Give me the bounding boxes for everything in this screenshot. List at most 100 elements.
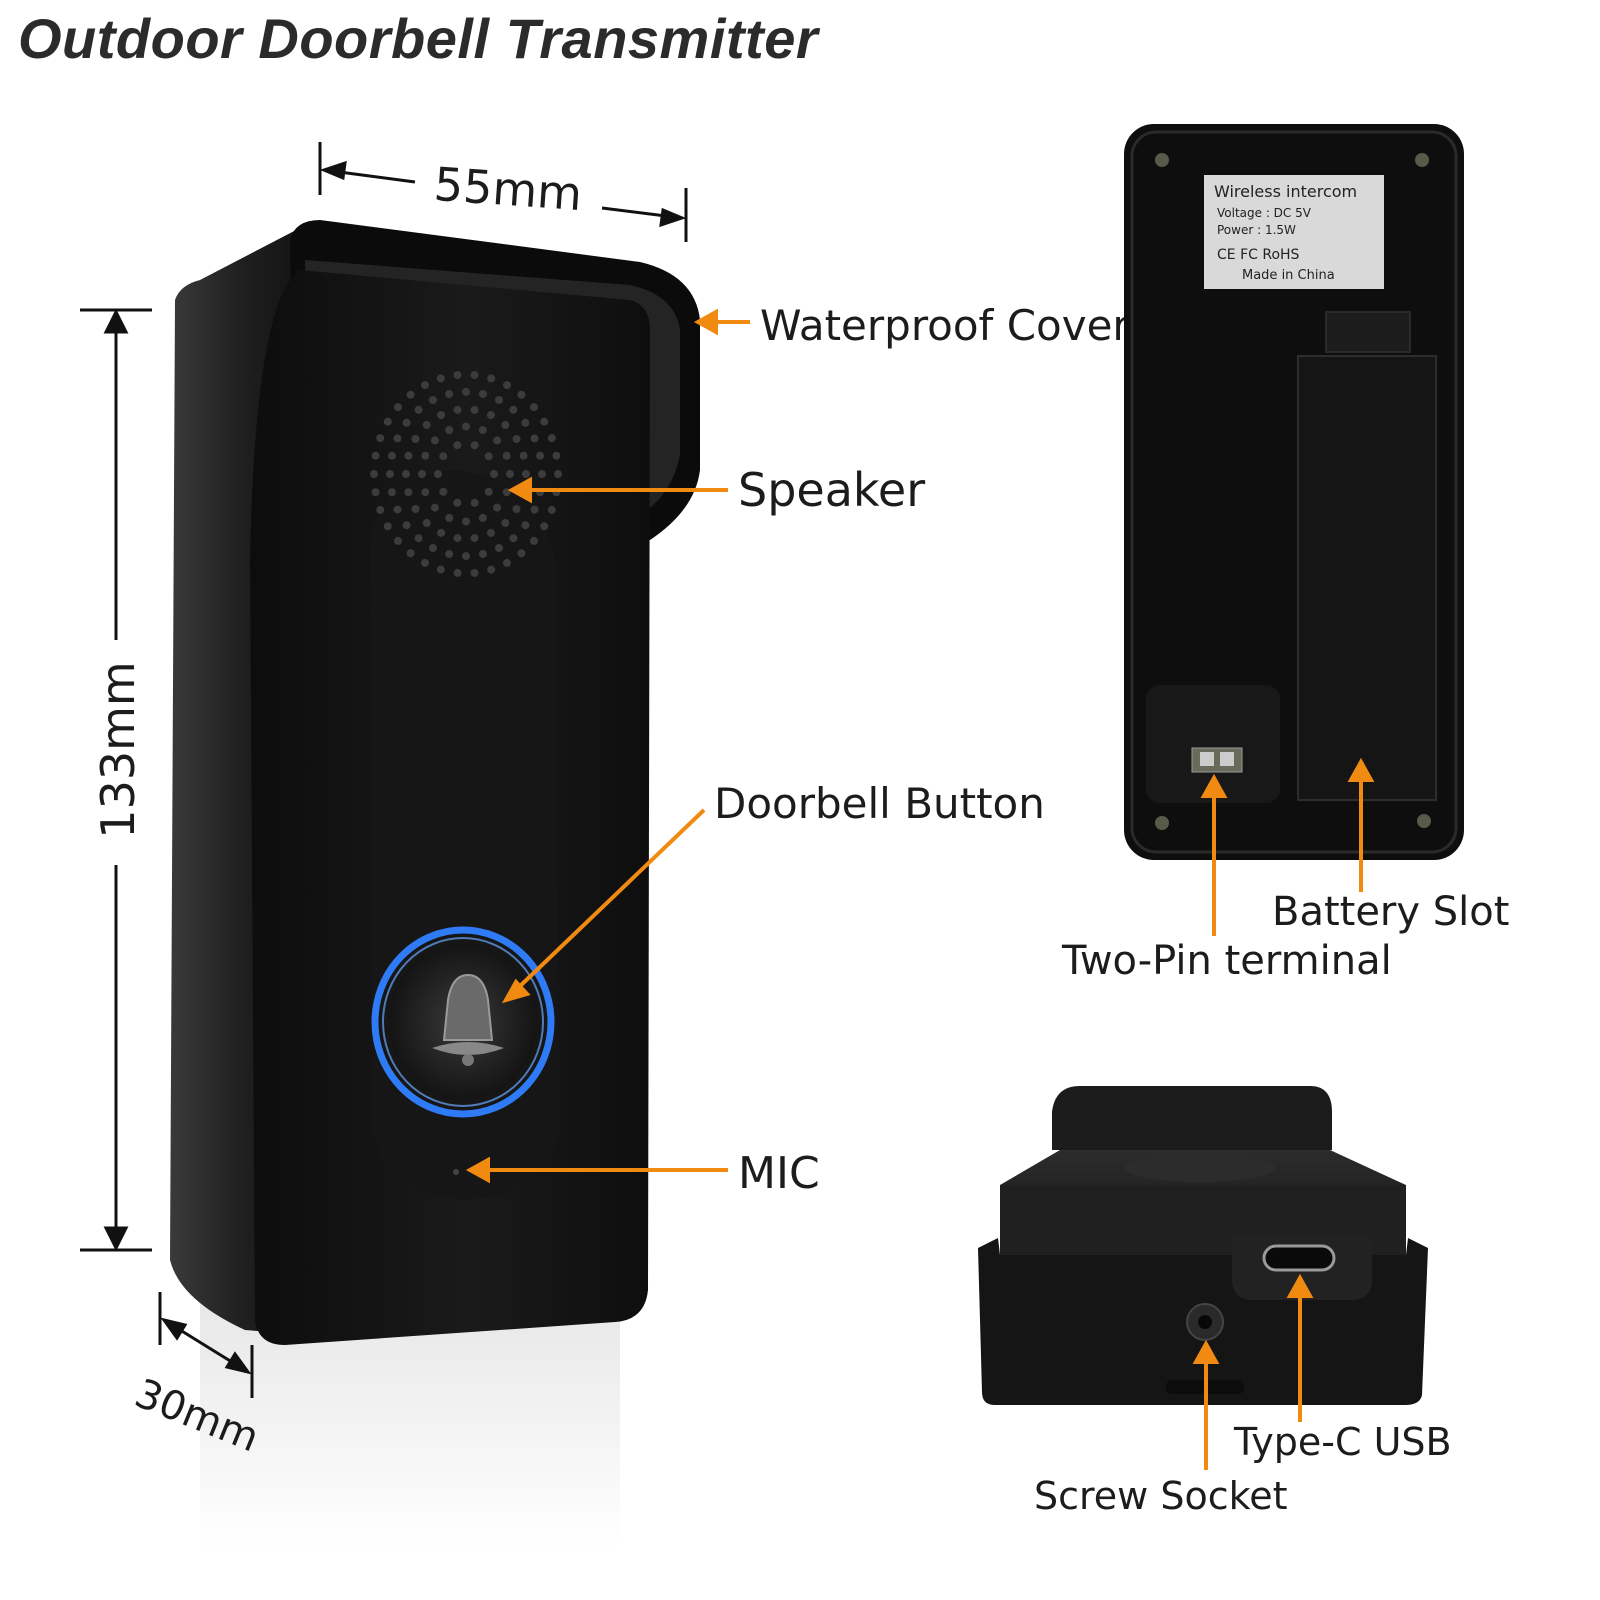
- speaker-grille: [370, 371, 562, 577]
- speaker-hole: [436, 565, 445, 574]
- screw-icon: [1417, 814, 1431, 828]
- dimension-height: [80, 308, 152, 1252]
- speaker-hole: [383, 522, 392, 531]
- speaker-hole: [387, 488, 396, 497]
- speaker-hole: [393, 434, 402, 443]
- speaker-hole: [540, 522, 549, 531]
- speaker-hole: [501, 421, 510, 429]
- speaker-hole: [371, 451, 380, 460]
- mic-hole: [453, 1169, 459, 1175]
- battery-slot[interactable]: [1297, 355, 1437, 801]
- speaker-hole: [402, 470, 410, 478]
- speaker-hole: [421, 488, 430, 497]
- terminal-recess: [1146, 685, 1280, 803]
- button-light-ring: [371, 926, 555, 1118]
- speaker-hole: [521, 418, 530, 427]
- speaker-hole: [506, 470, 514, 478]
- page-title: Outdoor Doorbell Transmitter: [18, 7, 819, 70]
- bell-icon: [432, 973, 504, 1066]
- speaker-hole: [530, 434, 539, 443]
- speaker-hole: [421, 451, 430, 460]
- speaker-hole: [470, 441, 479, 450]
- speaker-hole: [422, 421, 431, 429]
- waterproof-cover-label: Waterproof Cover: [760, 301, 1130, 350]
- speaker-hole: [501, 519, 510, 527]
- speaker-hole: [503, 558, 511, 567]
- speaker-hole: [509, 534, 518, 543]
- speaker-hole: [540, 417, 549, 426]
- speaker-hole: [437, 528, 446, 537]
- type-c-usb-label: Type-C USB: [1233, 1420, 1452, 1464]
- screw-socket-label: Screw Socket: [1034, 1474, 1288, 1518]
- speaker-hole: [484, 452, 493, 461]
- speaker-hole: [547, 434, 556, 443]
- height-dimension-label: 133mm: [91, 661, 145, 838]
- speaker-hole: [429, 396, 437, 404]
- speaker-hole: [462, 552, 470, 561]
- speaker-hole: [414, 534, 423, 543]
- speaker-hole: [429, 544, 437, 552]
- callout-arrows-back: [1200, 757, 1375, 936]
- spec-sticker: [1204, 175, 1384, 289]
- speaker-hole: [453, 534, 462, 543]
- speaker-hole: [486, 411, 495, 420]
- sticker-line: Voltage : DC 5V: [1217, 206, 1312, 220]
- speaker-hole: [406, 549, 415, 558]
- speaker-hole: [462, 422, 470, 431]
- speaker-hole: [453, 405, 462, 414]
- speaker-hole: [517, 390, 526, 399]
- speaker-hole: [371, 488, 380, 497]
- speaker-hole: [402, 418, 411, 427]
- speaker-hole: [418, 470, 426, 478]
- battery-latch[interactable]: [1325, 311, 1411, 353]
- speaker-hole: [552, 451, 561, 460]
- speaker-hole: [512, 435, 521, 443]
- speaker-hole: [445, 513, 454, 522]
- screw-icon: [1155, 816, 1169, 830]
- speaker-hole: [493, 503, 502, 512]
- speaker-hole: [490, 470, 498, 478]
- speaker-hole: [436, 374, 445, 383]
- speaker-hole: [470, 568, 479, 577]
- sticker-line: Wireless intercom: [1214, 182, 1357, 201]
- speaker-label: Speaker: [738, 463, 925, 517]
- speaker-hole: [370, 470, 378, 478]
- speaker-hole: [453, 568, 462, 577]
- speaker-hole: [462, 387, 470, 396]
- callout-arrows-front: [465, 308, 750, 1184]
- speaker-hole: [495, 544, 503, 552]
- speaker-hole: [530, 505, 539, 514]
- type-c-port[interactable]: [1262, 1244, 1336, 1272]
- speaker-hole: [404, 451, 413, 460]
- speaker-hole: [486, 528, 495, 537]
- speaker-hole: [430, 436, 439, 445]
- screw-icon: [1415, 153, 1429, 167]
- speaker-hole: [478, 390, 487, 398]
- speaker-hole: [470, 405, 479, 414]
- speaker-hole: [439, 452, 448, 461]
- speaker-hole: [393, 505, 402, 514]
- speaker-hole: [453, 371, 462, 380]
- speaker-hole: [519, 451, 528, 460]
- speaker-hole: [530, 403, 538, 412]
- speaker-hole: [493, 436, 502, 445]
- two-pin-terminal[interactable]: [1191, 747, 1243, 773]
- speaker-hole: [406, 390, 415, 399]
- speaker-hole: [453, 441, 462, 450]
- speaker-hole: [470, 498, 479, 507]
- speaker-hole: [376, 505, 385, 514]
- dimension-depth: [158, 1292, 254, 1398]
- speaker-hole: [530, 536, 538, 545]
- speaker-hole: [502, 451, 511, 460]
- sticker-line: Power : 1.5W: [1217, 223, 1296, 237]
- speaker-hole: [421, 381, 429, 390]
- speaker-hole: [509, 405, 518, 414]
- speaker-hole: [404, 488, 413, 497]
- speaker-hole: [478, 426, 487, 435]
- speaker-hole: [487, 374, 496, 383]
- speaker-hole: [376, 434, 385, 443]
- speaker-hole: [411, 435, 420, 443]
- sticker-line: CE FC RoHS: [1217, 247, 1300, 263]
- battery-slot-label: Battery Slot: [1272, 889, 1509, 935]
- speaker-hole: [470, 534, 479, 543]
